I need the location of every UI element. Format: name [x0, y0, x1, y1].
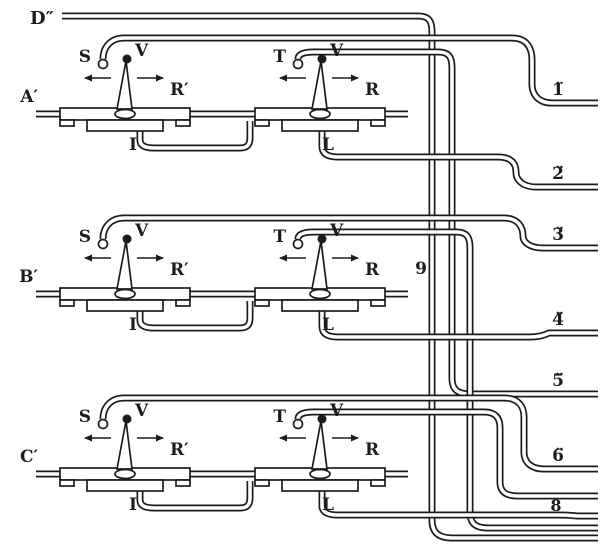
terminal-label-5: 5̈: [552, 371, 564, 391]
label-i-row-c: I: [129, 495, 137, 515]
label-s-row-c: S: [79, 407, 91, 427]
label-r-left-row-b: R′: [170, 260, 189, 280]
terminal-label-1: 1̈: [552, 80, 564, 100]
label-r-left-row-c: R′: [170, 440, 189, 460]
terminal-label-4: 4̈: [552, 310, 564, 330]
label-r-right-row-b: R: [365, 260, 380, 280]
label-s-row-b: S: [79, 227, 91, 247]
label-v-left-row-a: V: [134, 41, 149, 61]
label-v-right-row-a: V: [329, 41, 344, 61]
row-label-a: A′: [19, 87, 38, 107]
label-v-right-row-c: V: [329, 401, 344, 421]
wire-outline: [62, 16, 598, 538]
terminal-label-8: 8: [550, 496, 561, 515]
label-l-row-a: L: [322, 135, 334, 155]
label-l-row-b: L: [322, 315, 334, 335]
label-r-right-row-a: R: [365, 80, 380, 100]
label-v-left-row-b: V: [134, 221, 149, 241]
label-r-right-row-c: R: [365, 440, 380, 460]
terminal-label-2: 2̈: [552, 164, 564, 184]
label-v-right-row-b: V: [329, 221, 344, 241]
terminal-label-6: 6̈: [552, 446, 564, 466]
label-r-left-row-a: R′: [170, 80, 189, 100]
label-s-row-a: S: [79, 47, 91, 67]
label-t-row-a: T: [273, 47, 286, 67]
wire-core: [60, 14, 600, 540]
label-top-left: D″: [30, 8, 54, 29]
terminal-label-3: 3̈: [552, 225, 564, 245]
label-l-row-c: L: [322, 495, 334, 515]
row-label-c: C′: [20, 447, 39, 467]
label-i-row-b: I: [129, 315, 137, 335]
row-label-b: B′: [19, 267, 38, 287]
label-t-row-c: T: [273, 407, 286, 427]
label-v-left-row-c: V: [134, 401, 149, 421]
label-mid-number: 9: [415, 259, 427, 279]
label-t-row-b: T: [273, 227, 286, 247]
label-i-row-a: I: [129, 135, 137, 155]
wire-d-trunk: [62, 16, 598, 538]
